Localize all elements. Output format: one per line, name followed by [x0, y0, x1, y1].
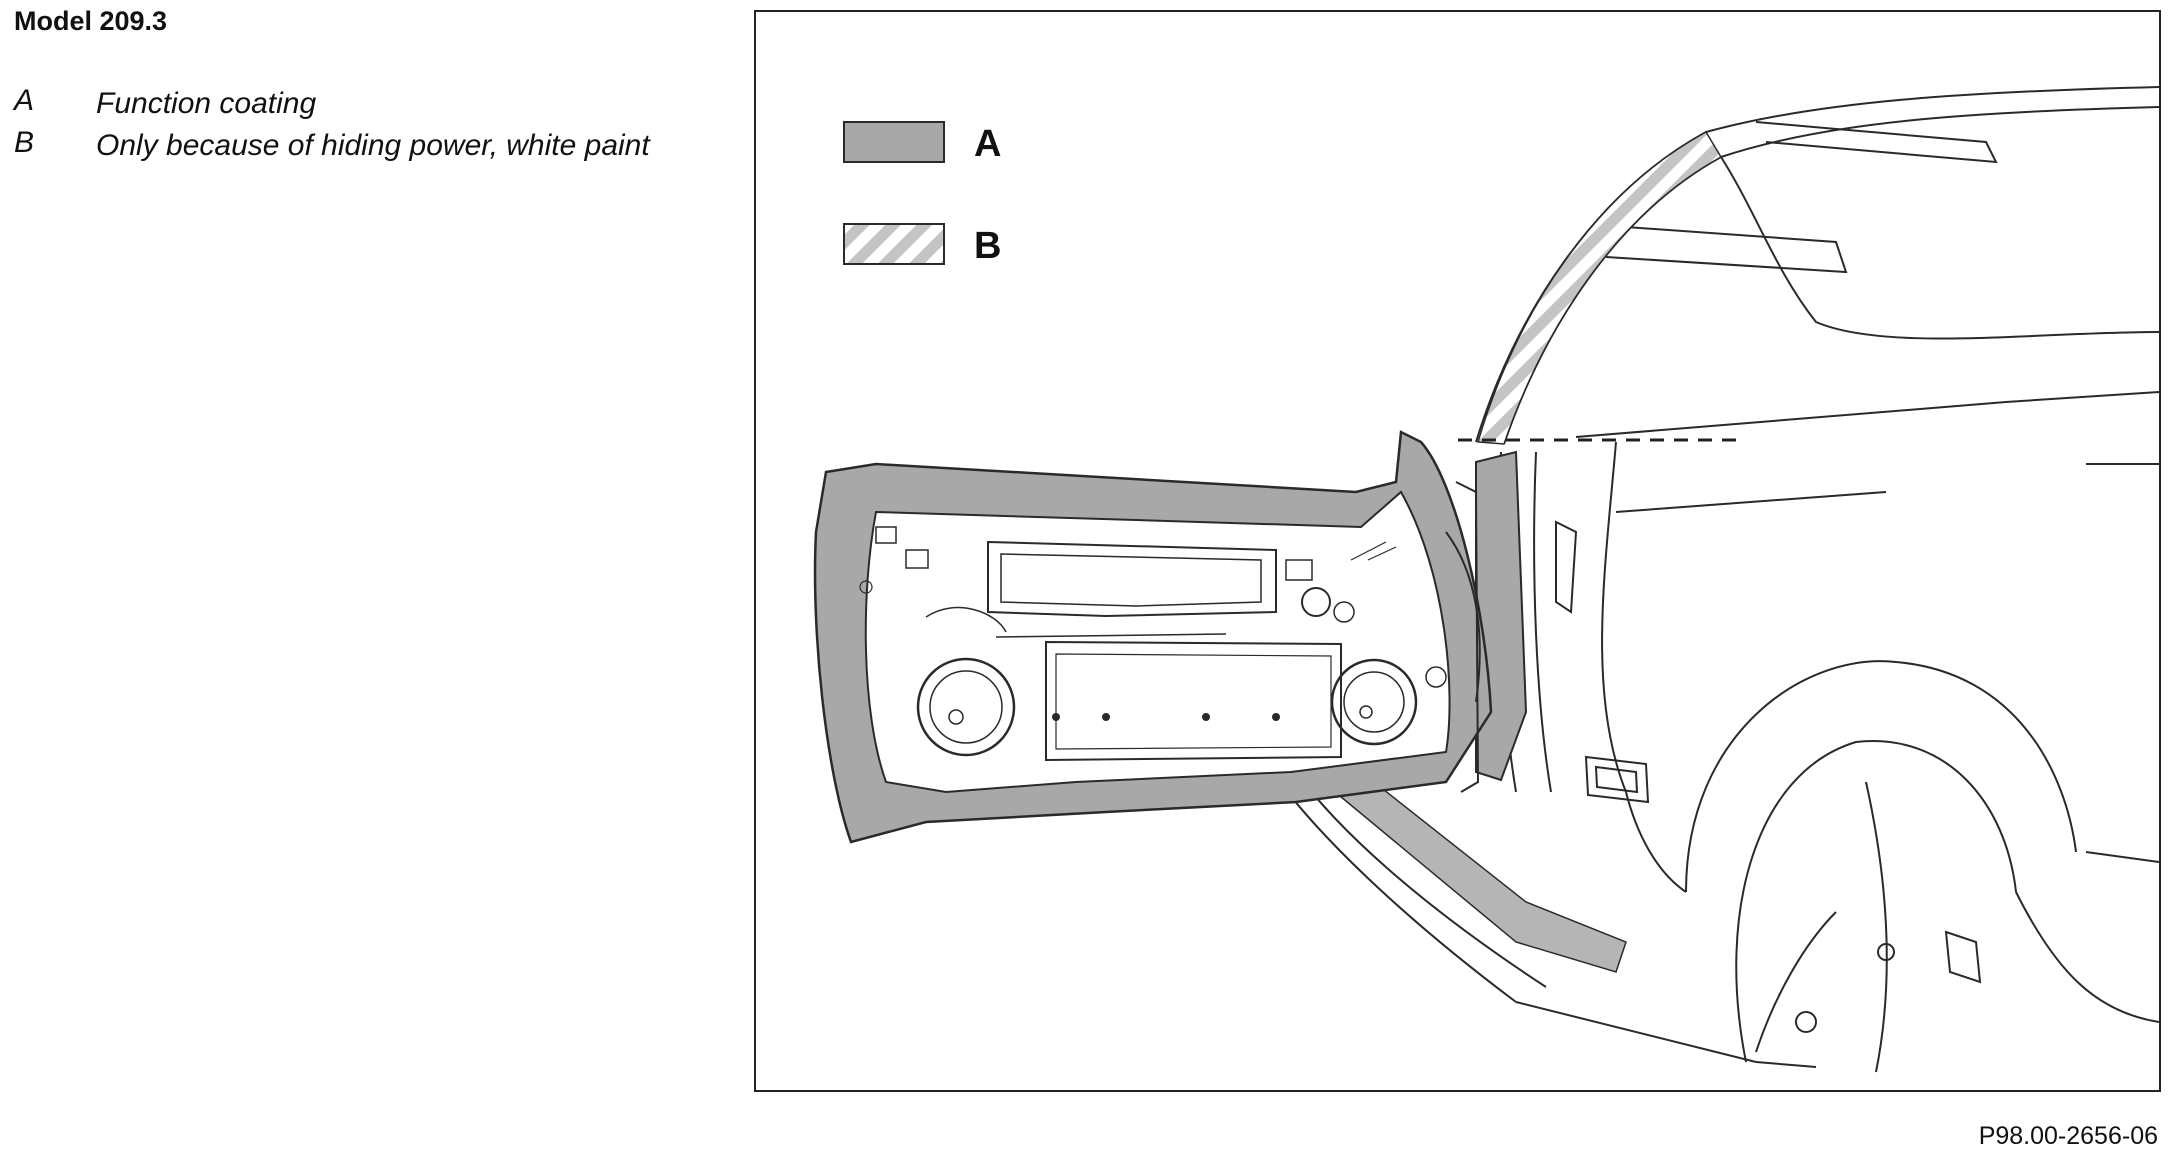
- pillar-coating-a: [1475, 450, 1528, 782]
- diagram-key-a: A: [974, 123, 1001, 165]
- open-door: [813, 430, 1493, 844]
- legend-desc-a: Function coating: [96, 87, 317, 120]
- door-illustration: A B: [813, 86, 2159, 1073]
- legend-swatch-a: [843, 121, 945, 163]
- diagram-key-b: B: [974, 225, 1001, 267]
- door-coating-diagram: A B: [754, 10, 2161, 1092]
- legend-desc-b: Only because of hiding power, white pain…: [96, 129, 650, 162]
- legend-key-b: B: [14, 126, 35, 159]
- legend-swatch-b: [843, 223, 945, 265]
- page-title: Model 209.3: [14, 6, 168, 36]
- legend-key-a: A: [14, 84, 35, 117]
- roof-hatch-b: [1477, 130, 1723, 445]
- car-body-outline: [1275, 86, 2159, 1073]
- hinge-edge: [1455, 481, 1480, 793]
- figure-code: P98.00-2656-06: [1978, 1122, 2158, 1150]
